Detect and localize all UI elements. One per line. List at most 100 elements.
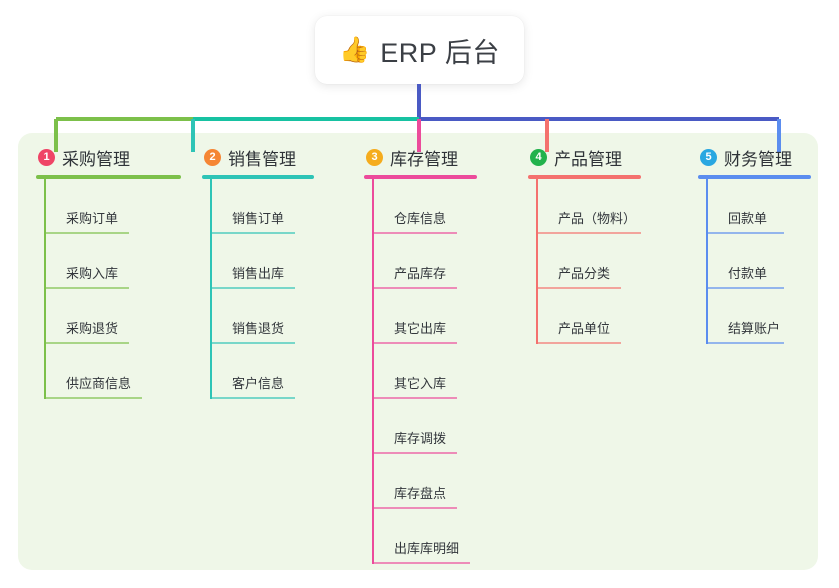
leaf-node[interactable]: 库存盘点: [364, 454, 477, 509]
branch-header-4[interactable]: 4 产品管理: [528, 145, 641, 169]
branch-underline-1: [36, 175, 181, 179]
leaf-label: 产品分类: [558, 266, 611, 281]
branch-badge-5: 5: [700, 148, 717, 166]
branch-badge-4: 4: [530, 148, 547, 166]
branch-title-3: 库存管理: [390, 149, 458, 169]
branch-spine-4: [536, 179, 538, 344]
leaf-underline: [44, 397, 142, 399]
branch-title-4: 产品管理: [554, 149, 622, 169]
root-node[interactable]: 👍 ERP 后台: [315, 16, 524, 84]
leaf-underline: [372, 397, 457, 399]
branch-spine-5: [706, 179, 708, 344]
branch-4[interactable]: 4 产品管理产品（物料） 产品分类产品单位: [528, 145, 641, 344]
branch-3[interactable]: 3 库存管理仓库信息产品库存其它出库其它入库库存调拨库存盘点出库库明细: [364, 145, 477, 564]
leaf-label: 客户信息: [232, 376, 285, 391]
leaf-underline: [372, 507, 457, 509]
branch-underline-2: [202, 175, 314, 179]
leaf-node[interactable]: 销售出库: [202, 234, 314, 289]
branch-1[interactable]: 1 采购管理采购订单采购入库采购退货供应商信息: [36, 145, 181, 399]
leaf-node[interactable]: 产品（物料）: [528, 179, 641, 234]
leaf-label: 结算账户: [728, 321, 781, 336]
leaf-label: 销售订单: [232, 211, 285, 226]
leaf-label: 产品单位: [558, 321, 611, 336]
leaf-underline: [210, 397, 295, 399]
leaf-label: 仓库信息: [394, 211, 447, 226]
leaf-underline: [372, 562, 470, 564]
leaf-label: 回款单: [728, 211, 768, 226]
branch-badge-2: 2: [204, 148, 221, 166]
branch-children-3: 仓库信息产品库存其它出库其它入库库存调拨库存盘点出库库明细: [364, 179, 477, 564]
leaf-label: 出库库明细: [394, 541, 460, 556]
branch-title-1: 采购管理: [62, 149, 130, 169]
branch-spine-2: [210, 179, 212, 399]
branch-5[interactable]: 5 财务管理回款单付款单结算账户: [698, 145, 811, 344]
leaf-label: 供应商信息: [66, 376, 132, 391]
leaf-label: 采购退货: [66, 321, 119, 336]
leaf-label: 销售出库: [232, 266, 285, 281]
branch-children-4: 产品（物料） 产品分类产品单位: [528, 179, 641, 344]
leaf-underline: [372, 452, 457, 454]
branch-header-5[interactable]: 5 财务管理: [698, 145, 811, 169]
branch-header-3[interactable]: 3 库存管理: [364, 145, 477, 169]
leaf-label: 付款单: [728, 266, 768, 281]
branch-badge-1: 1: [38, 148, 55, 166]
branch-badge-3: 3: [366, 148, 383, 166]
leaf-node[interactable]: 回款单: [698, 179, 811, 234]
leaf-node[interactable]: 销售退货: [202, 289, 314, 344]
leaf-label: 其它入库: [394, 376, 447, 391]
leaf-underline: [44, 342, 129, 344]
leaf-node[interactable]: 仓库信息: [364, 179, 477, 234]
branch-title-5: 财务管理: [724, 149, 792, 169]
leaf-node[interactable]: 采购入库: [36, 234, 181, 289]
leaf-node[interactable]: 供应商信息: [36, 344, 181, 399]
leaf-underline: [536, 287, 621, 289]
branch-header-2[interactable]: 2 销售管理: [202, 145, 314, 169]
leaf-label: 销售退货: [232, 321, 285, 336]
branch-children-1: 采购订单采购入库采购退货供应商信息: [36, 179, 181, 399]
leaf-node[interactable]: 库存调拨: [364, 399, 477, 454]
leaf-node[interactable]: 出库库明细: [364, 509, 477, 564]
root-title: ERP 后台: [380, 37, 500, 68]
leaf-node[interactable]: 产品库存: [364, 234, 477, 289]
branch-children-5: 回款单付款单结算账户: [698, 179, 811, 344]
leaf-node[interactable]: 客户信息: [202, 344, 314, 399]
leaf-underline: [372, 287, 457, 289]
leaf-node[interactable]: 产品分类: [528, 234, 641, 289]
leaf-underline: [210, 287, 295, 289]
leaf-underline: [210, 342, 295, 344]
leaf-node[interactable]: 付款单: [698, 234, 811, 289]
leaf-label: 其它出库: [394, 321, 447, 336]
branch-2[interactable]: 2 销售管理销售订单销售出库销售退货客户信息: [202, 145, 314, 399]
leaf-underline: [44, 232, 129, 234]
branches-panel: [18, 133, 818, 570]
leaf-underline: [210, 232, 295, 234]
branch-header-1[interactable]: 1 采购管理: [36, 145, 181, 169]
leaf-underline: [372, 232, 457, 234]
branch-title-2: 销售管理: [228, 149, 296, 169]
thumbs-up-icon: 👍: [339, 35, 371, 64]
leaf-node[interactable]: 结算账户: [698, 289, 811, 344]
leaf-label: 采购入库: [66, 266, 119, 281]
leaf-underline: [536, 342, 621, 344]
branch-underline-5: [698, 175, 811, 179]
leaf-underline: [706, 287, 784, 289]
leaf-label: 产品库存: [394, 266, 447, 281]
leaf-underline: [706, 232, 784, 234]
branch-underline-3: [364, 175, 477, 179]
leaf-underline: [44, 287, 129, 289]
leaf-node[interactable]: 销售订单: [202, 179, 314, 234]
leaf-underline: [706, 342, 784, 344]
leaf-underline: [372, 342, 457, 344]
branch-underline-4: [528, 175, 641, 179]
leaf-node[interactable]: 其它入库: [364, 344, 477, 399]
leaf-node[interactable]: 产品单位: [528, 289, 641, 344]
leaf-node[interactable]: 其它出库: [364, 289, 477, 344]
leaf-node[interactable]: 采购订单: [36, 179, 181, 234]
leaf-underline: [536, 232, 641, 234]
leaf-node[interactable]: 采购退货: [36, 289, 181, 344]
branch-spine-1: [44, 179, 46, 399]
leaf-label: 产品（物料）: [558, 211, 637, 226]
leaf-label: 库存盘点: [394, 486, 447, 501]
leaf-label: 库存调拨: [394, 431, 447, 446]
